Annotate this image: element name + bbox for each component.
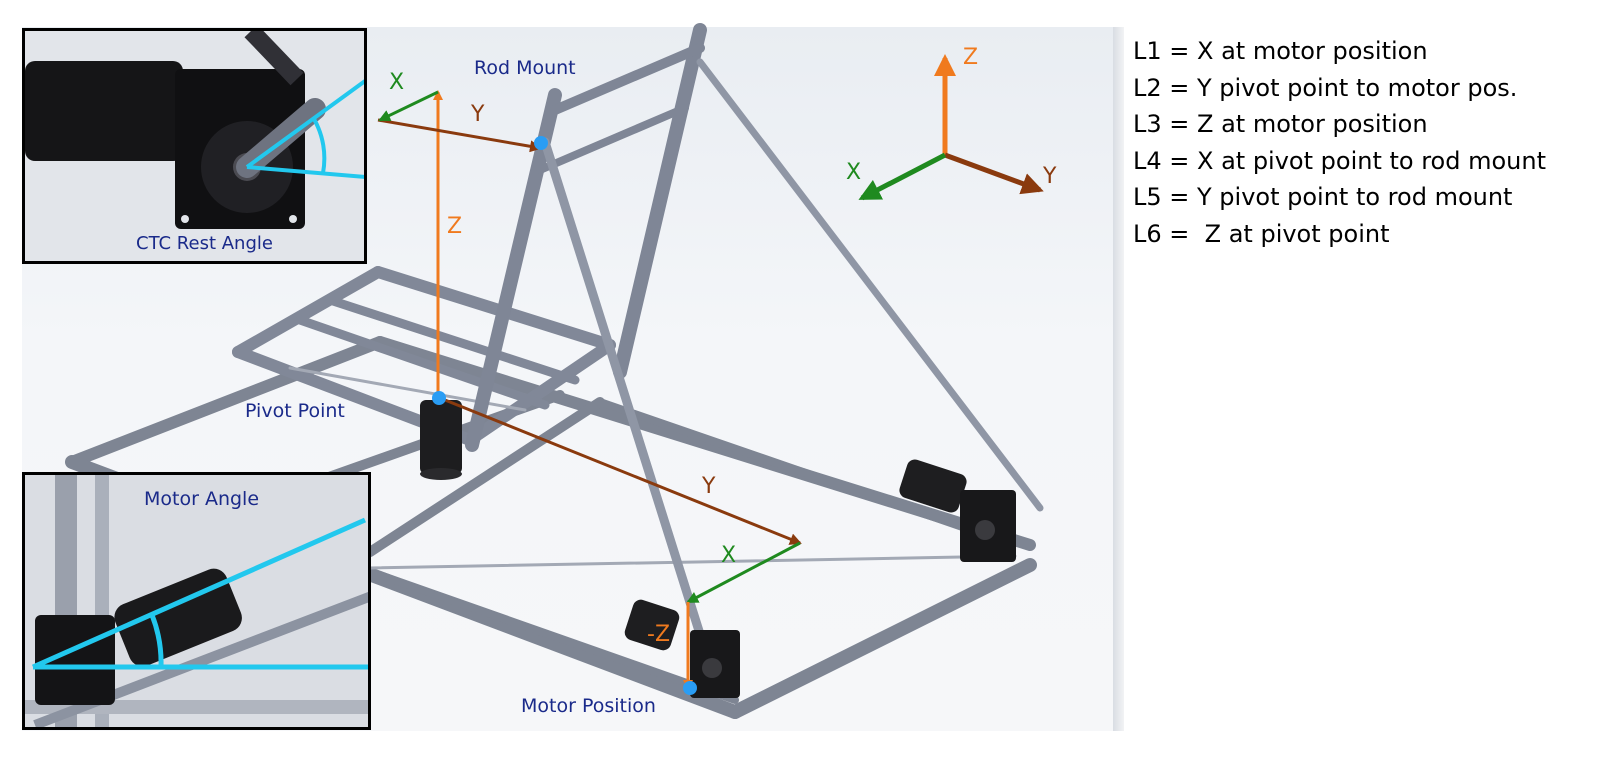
ctc-rest-angle-drawing [25, 31, 364, 261]
rod-mount-marker [534, 136, 548, 150]
reference-x-label: X [846, 160, 862, 185]
motor-angle-inset [22, 472, 371, 730]
pivot-point-marker [432, 391, 446, 405]
legend-item-l1: L1 = X at motor position [1133, 37, 1428, 65]
pivot-point-label: Pivot Point [245, 400, 345, 422]
motor-position-y-label: Y [702, 474, 716, 499]
reference-z-label: Z [963, 45, 979, 70]
legend-item-l2: L2 = Y pivot point to motor pos. [1133, 73, 1518, 102]
motor-angle-drawing [25, 475, 368, 727]
legend-item-l3: L3 = Z at motor position [1133, 110, 1428, 139]
legend-item-l5: L5 = Y pivot point to rod mount [1133, 183, 1513, 212]
motor-position-axes [439, 396, 802, 690]
rod-mount-y-label: Y [471, 102, 485, 127]
rod-mount-label: Rod Mount [474, 57, 576, 79]
ctc-rest-angle-inset [22, 28, 367, 264]
rod-mount-x-label: X [389, 70, 405, 95]
rod-mount-z-label: Z [447, 214, 463, 239]
viewport-scrollbar [1113, 27, 1124, 731]
legend-item-l6: L6 = Z at pivot point [1133, 219, 1390, 248]
motor-position-marker [683, 681, 697, 695]
legend-item-l4: L4 = X at pivot point to rod mount [1133, 146, 1546, 175]
rod-mount-axes [377, 90, 542, 400]
reference-axes [858, 54, 1044, 201]
seat-platform [232, 266, 616, 446]
reference-y-label: Y [1043, 164, 1057, 189]
tension-rods [540, 58, 1044, 655]
motor-rear [899, 459, 1016, 562]
pivot-motor-cylinder [420, 400, 462, 480]
motor-angle-label: Motor Angle [144, 488, 260, 510]
motor-front [624, 599, 740, 698]
dimension-legend: L1 = X at motor position L2 = Y pivot po… [1133, 33, 1546, 253]
motor-position-x-label: X [721, 543, 737, 568]
motor-position-z-label: -Z [647, 622, 671, 647]
backrest-frame [465, 23, 707, 452]
motor-position-label: Motor Position [521, 695, 656, 717]
ctc-rest-angle-label: CTC Rest Angle [136, 233, 273, 254]
